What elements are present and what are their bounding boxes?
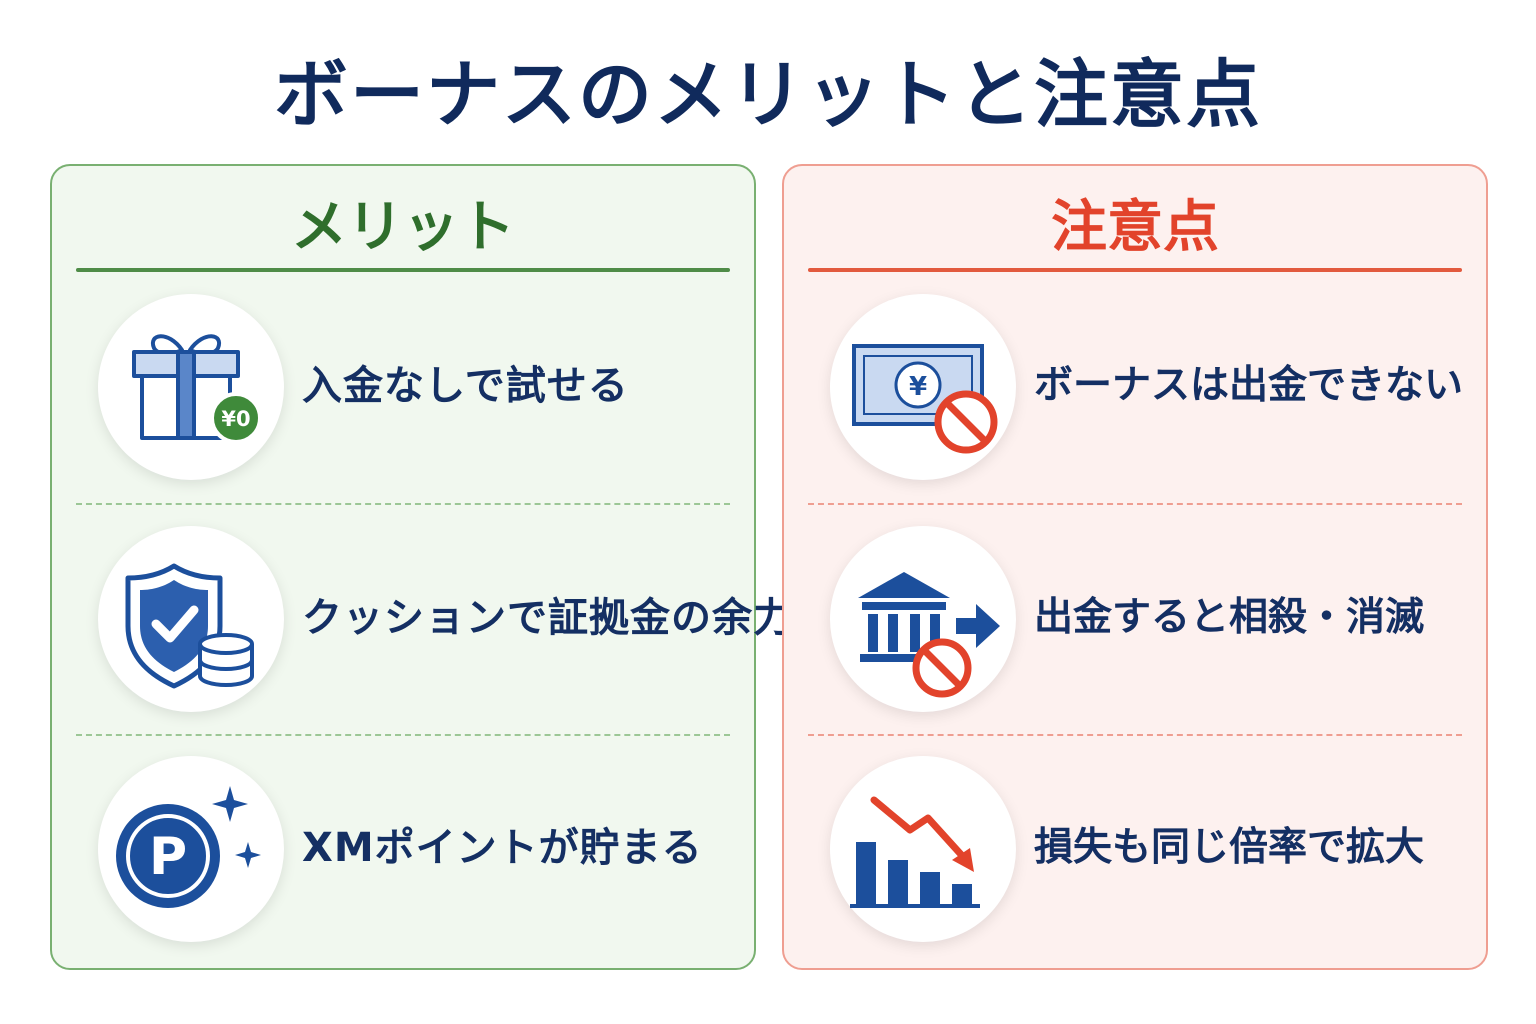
caution-divider [808, 503, 1462, 505]
yen-badge: ¥ [909, 372, 927, 402]
caution-heading: 注意点 [1051, 195, 1219, 260]
caution-item: 損失も同じ倍率で拡大 [808, 748, 1462, 954]
page-title: ボーナスのメリットと注意点 [274, 52, 1262, 138]
merit-item: クッションで証拠金の余力 [76, 518, 794, 724]
merit-item-text: XMポイントが貯まる [302, 825, 703, 871]
yen-zero-badge: ¥0 [221, 407, 250, 431]
caution-panel: 注意点 ¥ ボーナスは出金できない [782, 164, 1488, 970]
p-badge: P [149, 827, 187, 887]
merit-divider [76, 734, 730, 736]
caution-divider [808, 734, 1462, 736]
caution-item: 出金すると相殺・消滅 [808, 518, 1462, 724]
caution-item-text: 損失も同じ倍率で拡大 [1034, 825, 1425, 870]
merit-heading-rule [76, 268, 730, 272]
merit-panel: メリット ¥0 入金なしで試せる [50, 164, 794, 970]
gift-icon: ¥0 [98, 294, 284, 480]
caution-item: ¥ ボーナスは出金できない [808, 286, 1464, 492]
point-p-icon: P [98, 756, 284, 942]
caution-item-text: ボーナスは出金できない [1034, 363, 1464, 408]
shield-coins-icon [98, 526, 284, 712]
merit-item: ¥0 入金なしで試せる [76, 286, 730, 492]
merit-item-text: 入金なしで試せる [302, 363, 629, 409]
bank-transfer-prohibited-icon [830, 526, 1016, 712]
chart-down-icon [830, 756, 1016, 942]
caution-item-text: 出金すると相殺・消滅 [1034, 595, 1425, 640]
merit-heading: メリット [291, 195, 515, 260]
merit-item: P XMポイントが貯まる [76, 748, 730, 954]
caution-heading-rule [808, 268, 1462, 272]
merit-item-text: クッションで証拠金の余力 [302, 595, 794, 641]
banknote-prohibited-icon: ¥ [830, 294, 1016, 480]
merit-divider [76, 503, 730, 505]
